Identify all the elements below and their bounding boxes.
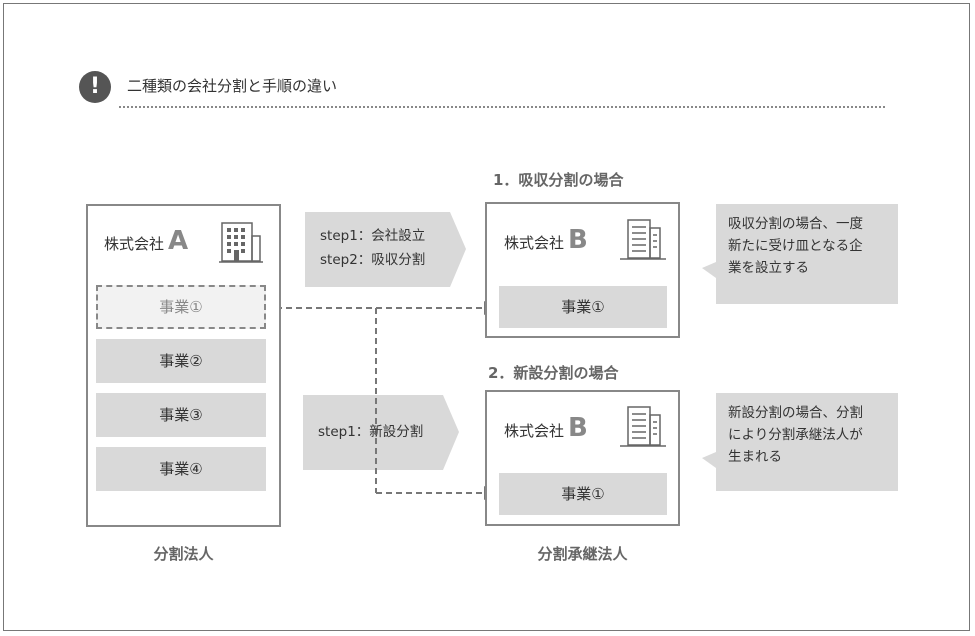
heading-divider	[119, 106, 885, 108]
section2-note-line-3: 生まれる	[728, 449, 782, 465]
section1-steps: step1：会社設立 step2：吸収分割	[305, 224, 425, 272]
step-arrow-2	[303, 395, 459, 470]
section1-note-line-1: 吸収分割の場合、一度	[728, 216, 863, 232]
right-caption: 分割承継法人	[537, 545, 628, 563]
section2-company-name: 株式会社	[504, 422, 565, 440]
section1-note-line-2: 新たに受け皿となる企	[728, 238, 863, 254]
note-tail-2	[702, 452, 716, 468]
diagram-heading: 二種類の会社分割と手順の違い	[127, 77, 338, 95]
diagram-frame	[3, 3, 970, 631]
section1-note: 吸収分割の場合、一度 新たに受け皿となる企 業を設立する	[716, 204, 898, 304]
note-tail-1	[702, 262, 716, 278]
section2-note-line-2: により分割承継法人が	[728, 427, 863, 443]
building-icon	[219, 222, 263, 263]
section1-step-2: step2：吸収分割	[320, 252, 426, 268]
section1-note-line-3: 業を設立する	[728, 260, 809, 276]
section1-company-letter: B	[568, 225, 588, 255]
office-building-icon	[620, 219, 666, 260]
section1-business: 事業①	[499, 286, 667, 328]
section2-note-line-1: 新設分割の場合、分割	[728, 405, 863, 421]
section2-company-letter: B	[568, 413, 588, 443]
alert-icon: !	[79, 71, 111, 103]
business-1-source: 事業①	[96, 285, 266, 329]
section2-note: 新設分割の場合、分割 により分割承継法人が 生まれる	[716, 393, 898, 491]
office-building-icon	[620, 406, 666, 447]
business-3: 事業③	[96, 393, 266, 437]
left-caption: 分割法人	[153, 545, 214, 563]
section1-company-name: 株式会社	[504, 234, 565, 252]
section2-steps: step1：新設分割	[303, 420, 423, 444]
section2-title: 2．新設分割の場合	[488, 364, 619, 382]
company-a-name: 株式会社	[104, 235, 165, 253]
company-a-letter: A	[168, 226, 189, 256]
business-2: 事業②	[96, 339, 266, 383]
section2-step-1: step1：新設分割	[318, 424, 424, 440]
section2-business: 事業①	[499, 473, 667, 515]
section1-title: 1．吸収分割の場合	[493, 171, 624, 189]
business-4: 事業④	[96, 447, 266, 491]
step-arrow-1	[305, 212, 466, 287]
section1-step-1: step1：会社設立	[320, 228, 426, 244]
